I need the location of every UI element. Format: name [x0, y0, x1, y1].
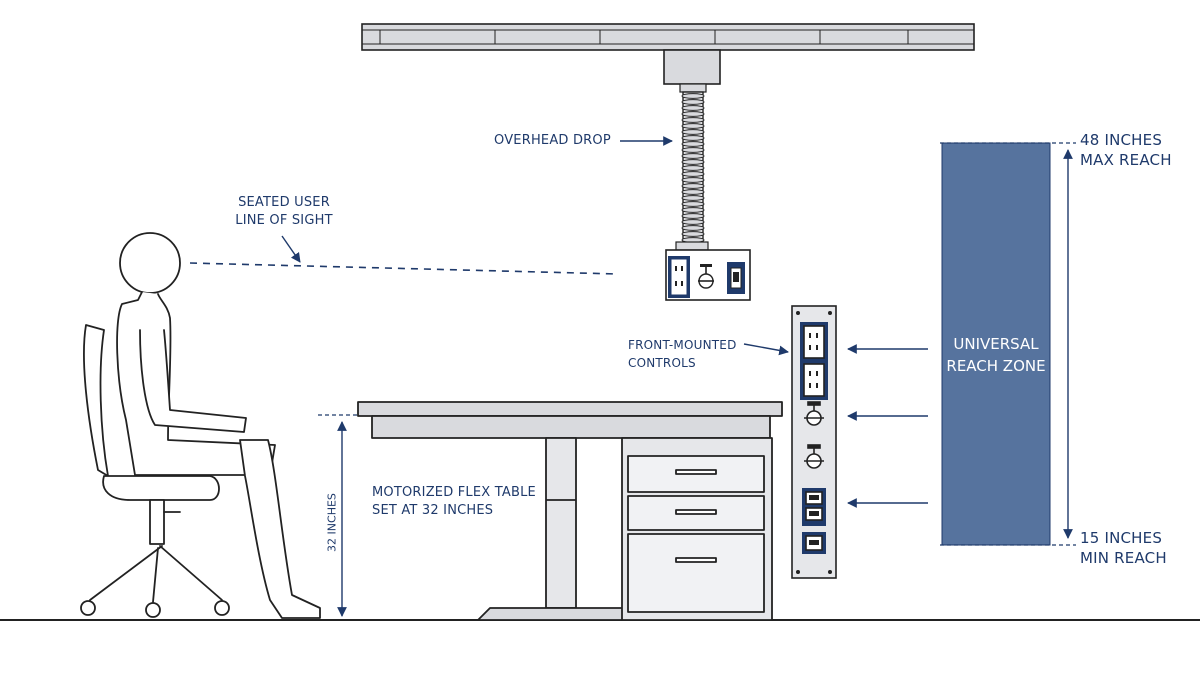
max-reach-label: 48 INCHES MAX REACH	[1080, 130, 1172, 170]
line-of-sight	[189, 262, 619, 275]
line-of-sight-leader	[281, 235, 301, 263]
front-controls-leader	[743, 343, 789, 356]
line-of-sight-line-1: SEATED USER	[238, 195, 330, 210]
ceiling-beam	[361, 23, 975, 51]
table-label-line-2: SET AT 32 INCHES	[372, 503, 494, 518]
max-reach-line-1: 48 INCHES	[1080, 131, 1163, 149]
overhead-drop-label: OVERHEAD DROP	[494, 133, 611, 148]
front-controls-line-2: CONTROLS	[628, 356, 696, 370]
min-reach-label: 15 INCHES MIN REACH	[1080, 528, 1167, 568]
table-label: MOTORIZED FLEX TABLE SET AT 32 INCHES	[372, 484, 536, 520]
overhead-drop	[663, 49, 751, 301]
max-reach-line-2: MAX REACH	[1080, 151, 1172, 169]
line-of-sight-line-2: LINE OF SIGHT	[235, 213, 333, 228]
min-reach-line-1: 15 INCHES	[1080, 529, 1163, 547]
reach-zone-line-1: UNIVERSAL	[953, 335, 1039, 353]
universal-reach-zone	[941, 142, 1051, 546]
table-height-label: 32 INCHES	[325, 493, 339, 552]
front-controls-line-1: FRONT-MOUNTED	[628, 338, 737, 352]
table-label-line-1: MOTORIZED FLEX TABLE	[372, 485, 536, 500]
seated-person	[80, 232, 321, 619]
min-reach-line-2: MIN REACH	[1080, 549, 1167, 567]
line-of-sight-label: SEATED USER LINE OF SIGHT	[234, 194, 334, 230]
front-controls-label: FRONT-MOUNTED CONTROLS	[628, 336, 737, 372]
reach-zone-label: UNIVERSAL REACH ZONE	[942, 333, 1050, 377]
motorized-table	[357, 401, 783, 621]
flex-conduit	[681, 91, 705, 243]
service-panel	[791, 305, 837, 579]
reach-zone-line-2: REACH ZONE	[946, 357, 1046, 375]
